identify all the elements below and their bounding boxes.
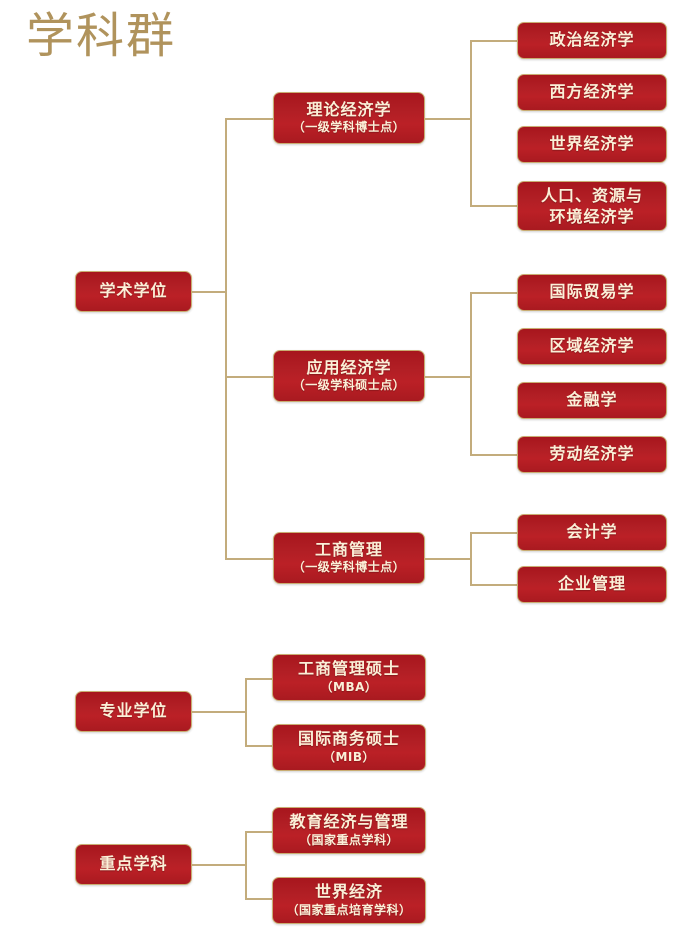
node-label: 西方经济学	[549, 82, 635, 102]
connector-theory-leaf4	[470, 205, 518, 207]
node-label: 学术学位	[99, 281, 168, 301]
node-business-administration[interactable]: 工商管理 （一级学科博士点）	[273, 532, 425, 584]
node-accounting[interactable]: 会计学	[517, 514, 667, 551]
node-sublabel: （国家重点培育学科）	[286, 902, 412, 917]
node-label: 国际商务硕士	[297, 729, 400, 749]
connector-l2-business	[225, 558, 274, 560]
connector-business-leaf1	[470, 532, 518, 534]
node-key-discipline-root[interactable]: 重点学科	[75, 844, 192, 885]
node-world-economics[interactable]: 世界经济学	[517, 126, 667, 163]
connector-root2-trunk	[245, 678, 247, 746]
node-label: 人口、资源与 环境经济学	[540, 185, 643, 226]
connector-applied-stub	[425, 376, 471, 378]
node-mba[interactable]: 工商管理硕士 （MBA）	[272, 654, 426, 701]
connector-root2-child2	[245, 745, 273, 747]
node-western-economics[interactable]: 西方经济学	[517, 74, 667, 111]
node-label: 区域经济学	[549, 336, 635, 356]
connector-l2-theory	[225, 118, 274, 120]
node-academic-degree-root[interactable]: 学术学位	[75, 271, 192, 312]
connector-root3-child1	[245, 831, 273, 833]
connector-applied-trunk	[470, 292, 472, 455]
connector-root1-stub	[192, 291, 226, 293]
node-education-economy-management[interactable]: 教育经济与管理 （国家重点学科）	[272, 807, 426, 854]
node-regional-economics[interactable]: 区域经济学	[517, 328, 667, 365]
node-professional-degree-root[interactable]: 专业学位	[75, 691, 192, 732]
node-sublabel: （MIB）	[322, 749, 376, 764]
node-label: 金融学	[566, 390, 618, 410]
node-label: 世界经济	[314, 882, 383, 902]
node-world-economy-key[interactable]: 世界经济 （国家重点培育学科）	[272, 877, 426, 924]
node-label: 国际贸易学	[549, 282, 635, 302]
node-label: 世界经济学	[549, 134, 635, 154]
connector-theory-stub	[425, 118, 471, 120]
connector-business-stub	[425, 558, 471, 560]
node-finance[interactable]: 金融学	[517, 382, 667, 419]
connector-business-trunk	[470, 532, 472, 585]
connector-root3-trunk	[245, 831, 247, 899]
node-labor-economics[interactable]: 劳动经济学	[517, 436, 667, 473]
node-label: 工商管理	[314, 539, 383, 559]
node-mib[interactable]: 国际商务硕士 （MIB）	[272, 724, 426, 771]
node-sublabel: （一级学科博士点）	[292, 120, 406, 135]
connector-applied-leaf1	[470, 292, 518, 294]
node-label: 重点学科	[99, 854, 168, 874]
connector-l2-applied	[225, 376, 274, 378]
connector-root1-trunk	[225, 118, 227, 559]
node-sublabel: （MBA）	[320, 679, 378, 694]
node-label: 教育经济与管理	[289, 812, 409, 832]
node-sublabel: （一级学科博士点）	[292, 560, 406, 575]
node-label: 理论经济学	[306, 99, 392, 119]
node-population-resource-environment-economics[interactable]: 人口、资源与 环境经济学	[517, 181, 667, 231]
connector-root2-child1	[245, 678, 273, 680]
node-sublabel: （一级学科硕士点）	[292, 378, 406, 393]
node-label: 应用经济学	[306, 357, 392, 377]
connector-root3-child2	[245, 898, 273, 900]
node-label: 劳动经济学	[549, 444, 635, 464]
node-label: 企业管理	[557, 574, 626, 594]
connector-applied-leaf4	[470, 454, 518, 456]
node-label: 专业学位	[99, 701, 168, 721]
node-enterprise-management[interactable]: 企业管理	[517, 566, 667, 603]
node-theoretical-economics[interactable]: 理论经济学 （一级学科博士点）	[273, 92, 425, 144]
node-label: 会计学	[566, 522, 618, 542]
node-sublabel: （国家重点学科）	[298, 832, 399, 847]
page-title: 学科群	[26, 8, 177, 64]
connector-business-leaf2	[470, 584, 518, 586]
node-label: 工商管理硕士	[297, 659, 400, 679]
node-label: 政治经济学	[549, 30, 635, 50]
node-political-economics[interactable]: 政治经济学	[517, 22, 667, 59]
connector-theory-trunk	[470, 40, 472, 206]
connector-root2-stub	[192, 711, 246, 713]
node-applied-economics[interactable]: 应用经济学 （一级学科硕士点）	[273, 350, 425, 402]
node-international-trade[interactable]: 国际贸易学	[517, 274, 667, 311]
connector-theory-leaf1	[470, 40, 518, 42]
connector-root3-stub	[192, 864, 246, 866]
